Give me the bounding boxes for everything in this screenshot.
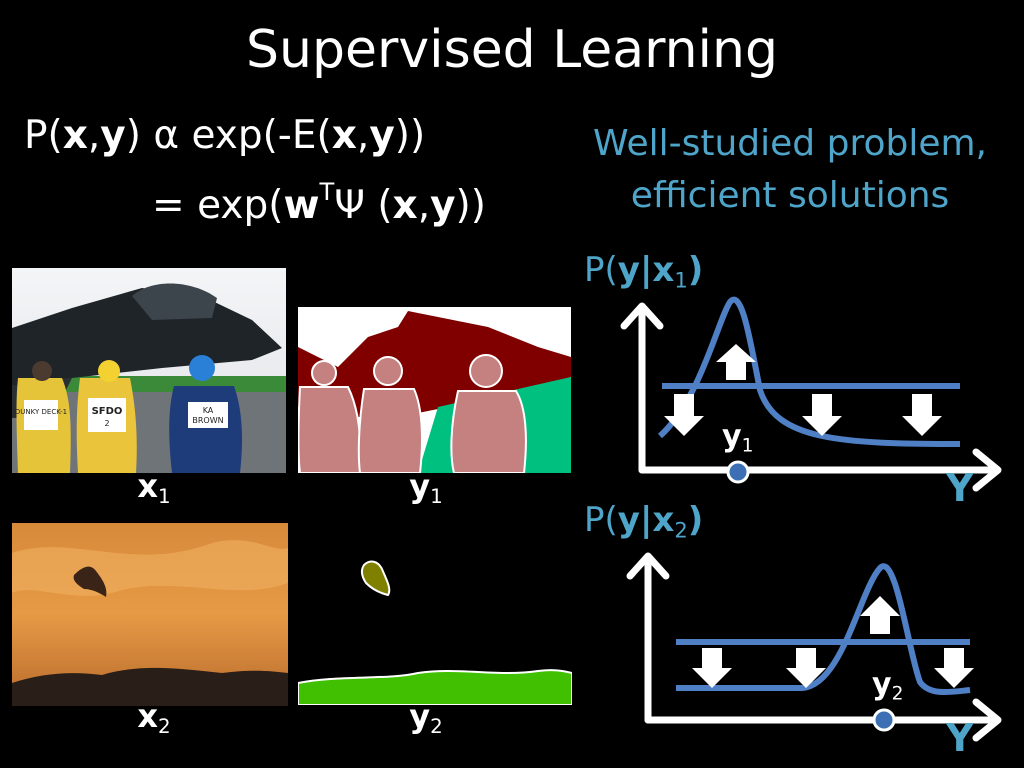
plot2-y-arrowhead bbox=[626, 552, 670, 580]
plot1-down-arrow-2 bbox=[802, 394, 842, 436]
plot1 bbox=[620, 296, 1002, 492]
plot2-label: P(y|x2) bbox=[584, 500, 704, 543]
plot1-y-arrowhead bbox=[620, 302, 664, 330]
slide-title: Supervised Learning bbox=[246, 20, 778, 80]
mask-bird bbox=[298, 555, 572, 705]
equation-line-2: = exp(wTΨ (x,y)) bbox=[152, 177, 486, 228]
plot1-axis-label: Y bbox=[946, 466, 974, 510]
label-x1: x1 bbox=[137, 467, 171, 508]
equation-line-1: P(x,y) α exp(-E(x,y)) bbox=[24, 113, 426, 158]
plot2-down-arrow-1 bbox=[692, 648, 732, 688]
vest-text-mid-top: SFDO bbox=[92, 406, 123, 417]
vest-text-left: DUNKY DECK-1 bbox=[15, 408, 67, 416]
label-x2: x2 bbox=[137, 697, 171, 738]
plot1-ground-truth-point bbox=[726, 460, 750, 484]
note-text: Well-studied problem, efficient solution… bbox=[592, 123, 987, 216]
plot2 bbox=[626, 552, 1002, 742]
plot1-gt-label: y1 bbox=[722, 419, 754, 457]
plot1-up-arrow bbox=[716, 344, 756, 380]
photo-aircraft: DUNKY DECK-1 SFDO 2 KA BROWN bbox=[12, 268, 286, 473]
plot2-down-arrow-3 bbox=[934, 648, 974, 688]
vest-text-right-top: KA bbox=[203, 406, 214, 415]
label-y2: y2 bbox=[409, 697, 443, 738]
vest-text-right-bot: BROWN bbox=[192, 416, 223, 425]
plot2-x-arrowhead bbox=[972, 698, 1002, 742]
plot1-label: P(y|x1) bbox=[584, 250, 704, 293]
plot2-ground-truth-point bbox=[872, 708, 896, 732]
plot2-gt-label: y2 bbox=[872, 667, 904, 705]
plot2-peak-curve bbox=[676, 563, 971, 696]
plot2-up-arrow bbox=[860, 596, 900, 634]
vest-text-mid-bot: 2 bbox=[104, 419, 109, 428]
plot1-down-arrow-3 bbox=[902, 394, 942, 436]
plot1-x-arrowhead bbox=[972, 448, 1002, 492]
plot1-down-arrow-1 bbox=[664, 394, 704, 436]
label-y1: y1 bbox=[409, 467, 443, 508]
plot1-peak-curve bbox=[657, 296, 961, 447]
mask-aircraft bbox=[298, 307, 571, 473]
photo-bird-sunset bbox=[12, 523, 288, 706]
plot2-axis-label: Y bbox=[946, 716, 974, 760]
plot2-down-arrow-2 bbox=[786, 648, 826, 688]
